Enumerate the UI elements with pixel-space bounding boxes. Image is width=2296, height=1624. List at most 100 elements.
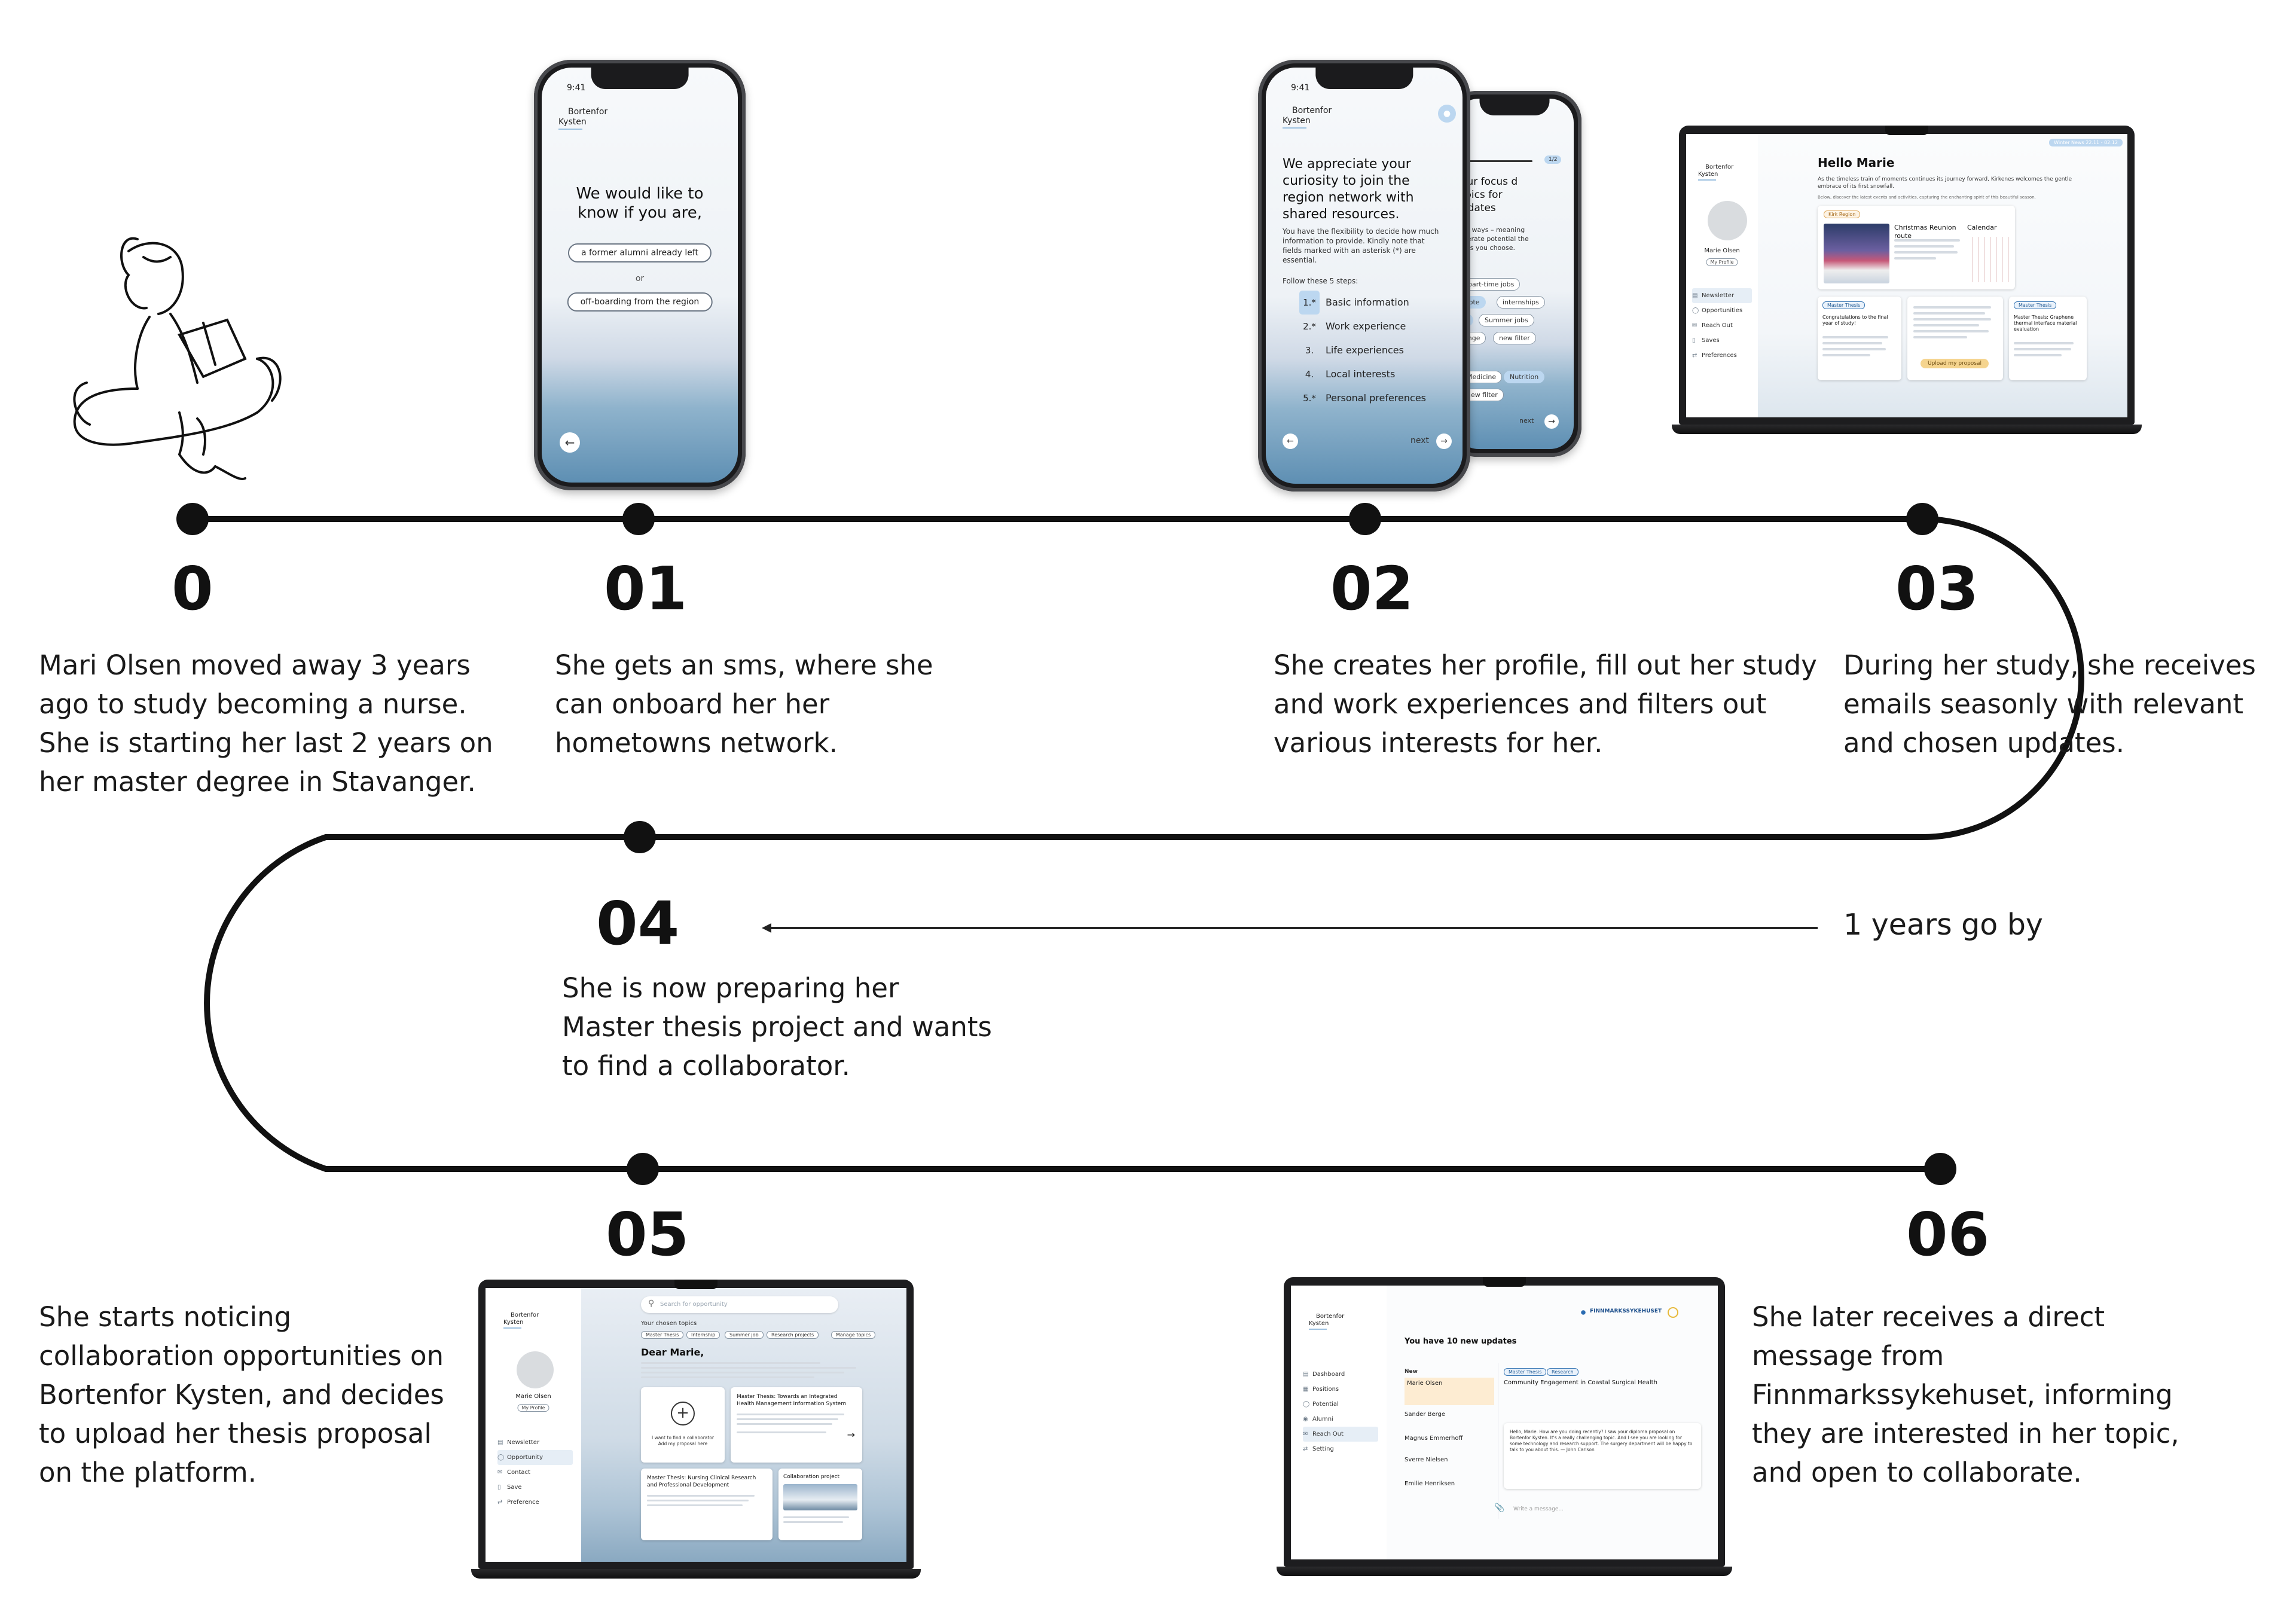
step-number-03: 03 [1895, 554, 1979, 624]
sidebar-item-newsletter[interactable]: ▤Newsletter [497, 1435, 573, 1450]
filter-chip[interactable]: new filter [1493, 332, 1536, 344]
laptop-camera [1885, 126, 1928, 135]
arrow-right-icon[interactable]: → [1436, 434, 1452, 449]
step-item[interactable]: 3.Life experiences [1299, 338, 1426, 362]
brand-logo: Bortenfor Kysten [1283, 106, 1332, 129]
step-item[interactable]: 4.Local interests [1299, 362, 1426, 386]
offboarding-button[interactable]: off-boarding from the region [567, 292, 713, 312]
laptop-base [1277, 1567, 1732, 1576]
briefcase-icon: ▦ [1303, 1386, 1309, 1393]
brand-line1: Bortenfor [1292, 106, 1332, 115]
opportunity-card[interactable]: Master Thesis: Nursing Clinical Research… [641, 1469, 773, 1540]
text-placeholder [1894, 251, 1958, 254]
sidebar-item-reach-out[interactable]: ✉Reach Out [1303, 1427, 1378, 1442]
sidebar-item-preferences[interactable]: ⇄Preferences [1692, 348, 1752, 363]
sidebar-item-preference[interactable]: ⇄Preference [497, 1495, 573, 1510]
text-placeholder [1822, 342, 1882, 344]
upload-proposal-button[interactable]: Upload my proposal [1921, 359, 1989, 368]
filter-chip[interactable]: new filter [1461, 389, 1504, 401]
sidebar-item-opportunities[interactable]: ◯Opportunities [1692, 303, 1752, 318]
contact-row[interactable]: Sander Berge [1405, 1411, 1494, 1418]
sidebar-item-opportunity[interactable]: ◯Opportunity [497, 1450, 573, 1465]
contact-row[interactable]: Magnus Emmerhoff [1405, 1435, 1494, 1442]
contact-row[interactable]: Sverre Nielsen [1405, 1457, 1494, 1463]
text-placeholder [2014, 354, 2062, 356]
contact-name: Magnus Emmerhoff [1405, 1435, 1463, 1442]
add-proposal-card[interactable]: + I want to find a collaborator Add my p… [641, 1387, 725, 1463]
topic-chip[interactable]: Research projects [767, 1331, 819, 1339]
brand-logo: Bortenfor Kysten [1309, 1313, 1344, 1330]
topic-chip[interactable]: Summer job [725, 1331, 764, 1339]
newsletter-icon: ▤ [497, 1439, 503, 1446]
step-label: Local interests [1326, 368, 1396, 380]
sidebar-item-dashboard[interactable]: ▤Dashboard [1303, 1367, 1378, 1382]
event-image [1824, 224, 1889, 283]
next-button[interactable]: next [1519, 417, 1534, 425]
contact-name: Emilie Henriksen [1405, 1480, 1455, 1487]
phone-screen: 9:41 Bortenfor Kysten We would like to k… [542, 68, 738, 483]
sidebar: Bortenfor Kysten Marie Olsen My Profile … [486, 1288, 582, 1562]
brand-line2: Kysten [558, 117, 587, 127]
filter-chip[interactable]: Summer jobs [1479, 314, 1534, 326]
manage-topics-button[interactable]: Manage topics [831, 1331, 876, 1339]
filter-chip[interactable]: Nutrition [1504, 371, 1545, 383]
thesis-card[interactable]: Master Thesis Congratulations to the fin… [1818, 297, 1901, 380]
opportunity-card[interactable]: Collaboration project [778, 1469, 862, 1540]
graphene-thesis-card[interactable]: Master Thesis Master Thesis: Graphene th… [2009, 297, 2087, 380]
search-icon: ⚲ [648, 1299, 655, 1308]
event-card[interactable]: Kirk Region Christmas Reunion route Cale… [1818, 206, 2015, 289]
opportunity-card[interactable]: Master Thesis: Towards an Integrated Hea… [731, 1387, 862, 1463]
former-alumni-button[interactable]: a former alumni already left [567, 243, 712, 262]
my-profile-button[interactable]: My Profile [517, 1404, 549, 1412]
search-input[interactable]: Search for opportunity [641, 1296, 838, 1313]
sidebar-item-potential[interactable]: ◯Potential [1303, 1397, 1378, 1412]
woman-reading-illustration [73, 237, 282, 480]
filter-chip[interactable]: internships [1497, 296, 1545, 309]
sidebar-item-reach-out[interactable]: ✉Reach Out [1692, 318, 1752, 333]
arrow-right-icon[interactable]: → [1544, 414, 1559, 429]
text-placeholder [737, 1431, 826, 1433]
timeline-node-icon [1906, 503, 1938, 535]
sidebar-item-newsletter[interactable]: ▤Newsletter [1692, 288, 1752, 303]
profile-icon[interactable]: ● [1438, 105, 1456, 123]
paperclip-icon[interactable]: 📎 [1494, 1503, 1505, 1513]
step-text-06: She later receives a direct message from… [1752, 1301, 2179, 1488]
sidebar-item-save[interactable]: ▯Save [497, 1480, 573, 1495]
brand-line2: Kysten [503, 1319, 524, 1326]
sidebar-item-saves[interactable]: ▯Saves [1692, 333, 1752, 348]
text-placeholder [647, 1495, 755, 1497]
text-placeholder [783, 1516, 849, 1518]
timeline-node-icon [622, 503, 655, 535]
arrow-right-icon[interactable]: → [847, 1429, 855, 1440]
message-input[interactable]: Write a message... [1513, 1506, 1564, 1512]
arrow-left-icon[interactable]: ← [560, 432, 580, 453]
upload-card[interactable]: Upload my proposal [1907, 297, 2003, 380]
step-item[interactable]: 1.*Basic information [1299, 291, 1426, 315]
brand-line2: Kysten [1309, 1320, 1329, 1327]
text-placeholder [783, 1521, 843, 1523]
people-icon: ◉ [1303, 1416, 1308, 1422]
sidebar-item-positions[interactable]: ▦Positions [1303, 1382, 1378, 1397]
arrow-left-icon[interactable]: ← [1283, 434, 1298, 449]
step-item[interactable]: 5.*Personal preferences [1299, 386, 1426, 410]
sidebar-item-contact[interactable]: ✉Contact [497, 1465, 573, 1480]
filter-chip[interactable]: Medicine [1461, 371, 1503, 383]
sidebar-item-alumni[interactable]: ◉Alumni [1303, 1412, 1378, 1427]
contact-row[interactable]: Emilie Henriksen [1405, 1480, 1494, 1487]
arrow-head-icon [762, 923, 771, 933]
filter-chip[interactable]: part-time jobs [1462, 278, 1521, 291]
text-placeholder [647, 1500, 749, 1501]
text-placeholder [641, 1367, 856, 1369]
topic-chip[interactable]: Master Thesis [641, 1331, 684, 1339]
status-time: 9:41 [567, 83, 586, 93]
topic-chip[interactable]: Internship [686, 1331, 720, 1339]
my-profile-button[interactable]: My Profile [1706, 258, 1738, 266]
next-button[interactable]: next [1410, 436, 1430, 445]
step-text-04: She is now preparing her Master thesis p… [562, 972, 992, 1082]
step-item[interactable]: 2.*Work experience [1299, 315, 1426, 338]
thesis-tag: Master Thesis [1822, 301, 1866, 309]
contact-row[interactable]: Marie Olsen [1405, 1378, 1494, 1405]
sidebar-item-setting[interactable]: ⇄Setting [1303, 1442, 1378, 1457]
sliders-icon: ⇄ [1692, 352, 1697, 359]
opportunity-image [783, 1484, 857, 1510]
